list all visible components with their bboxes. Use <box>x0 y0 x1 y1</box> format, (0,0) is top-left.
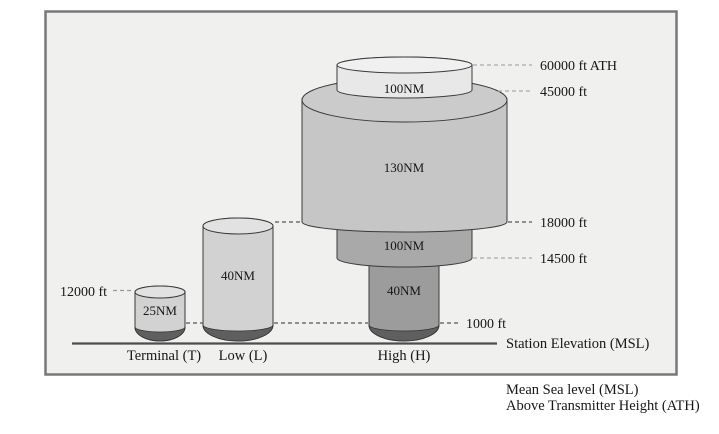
high-top-cylinder-rim <box>336 56 473 74</box>
altitude-label-18000ft: 18000 ft <box>540 216 587 231</box>
terminal-cylinder-rim <box>134 285 186 299</box>
high-mid-range-label: 100NM <box>384 238 425 253</box>
terminal-bowl <box>134 326 186 342</box>
station-elevation-label: Station Elevation (MSL) <box>506 336 650 352</box>
footnote-msl: Mean Sea level (MSL) <box>506 382 639 398</box>
high-base-bowl <box>368 324 440 342</box>
high-name-label: High (H) <box>378 348 431 364</box>
low-cylinder-rim <box>202 217 274 235</box>
altitude-dashed-lines <box>113 64 532 324</box>
altitude-label-45000ft: 45000 ft <box>540 85 587 100</box>
high-volume <box>301 56 508 342</box>
high-base-range-label: 40NM <box>387 283 421 298</box>
altitude-label-12000ft: 12000 ft <box>60 285 107 300</box>
low-name-label: Low (L) <box>219 348 268 364</box>
terminal-range-label: 25NM <box>143 303 177 318</box>
altitude-label-14500ft: 14500 ft <box>540 252 587 267</box>
footnote-ath: Above Transmitter Height (ATH) <box>506 398 700 414</box>
high-main-range-label: 130NM <box>384 160 425 175</box>
high-top-range-label: 100NM <box>384 81 425 96</box>
altitude-label-1000ft: 1000 ft <box>466 317 506 332</box>
terminal-name-label: Terminal (T) <box>127 348 201 364</box>
low-bowl <box>202 324 274 342</box>
altitude-label-60000ft-ath: 60000 ft ATH <box>540 59 617 74</box>
low-volume <box>202 217 274 342</box>
low-range-label: 40NM <box>221 268 255 283</box>
terminal-volume <box>134 285 186 342</box>
